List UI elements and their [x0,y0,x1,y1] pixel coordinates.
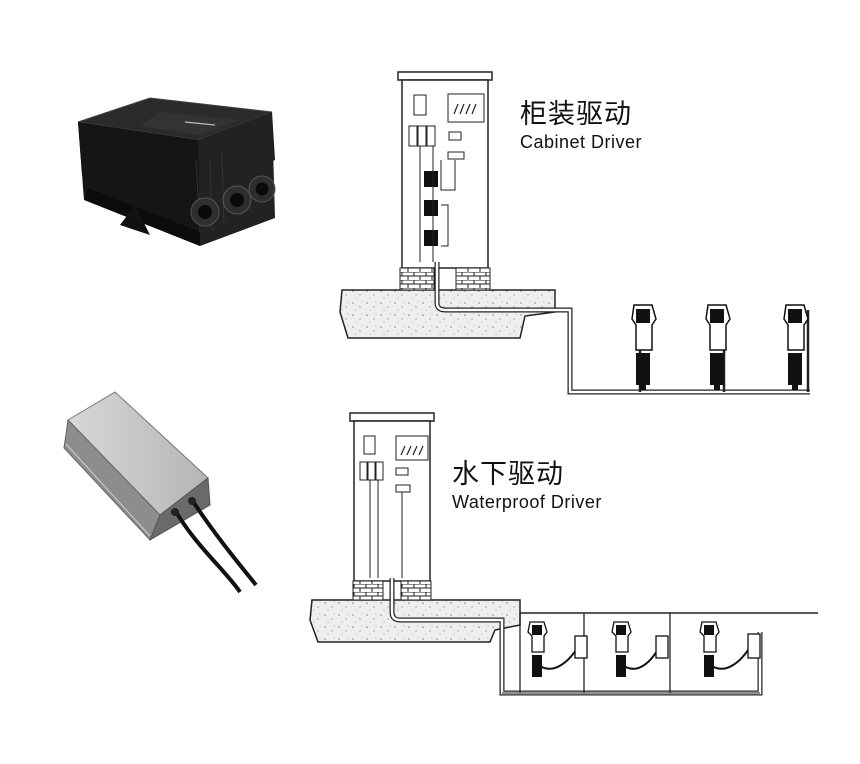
control-cabinet-2 [349,412,435,582]
cable-gland-icon [190,175,276,227]
waterproof-title-cn: 水下驱动 [452,459,564,490]
cabinet-title-en: Cabinet Driver [520,132,643,152]
cabinet-diagram [339,71,810,395]
waterproof-diagram [309,412,818,696]
waterproof-driver-photo [63,391,258,594]
control-cabinet [397,71,493,269]
underwater-light-icon [631,304,810,392]
waterproof-title-en: Waterproof Driver [452,492,602,512]
waterproof-light-icon [527,621,761,677]
cabinet-driver-photo [77,97,276,246]
cabinet-title-cn: 柜装驱动 [520,99,632,130]
